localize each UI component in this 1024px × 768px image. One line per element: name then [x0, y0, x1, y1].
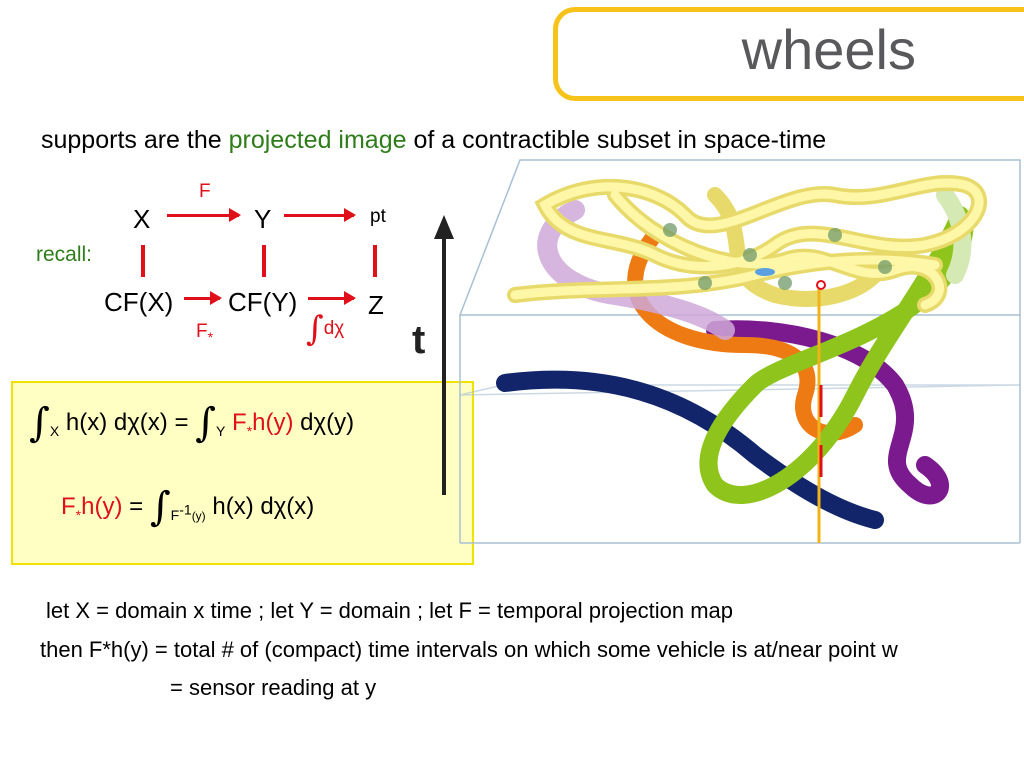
- formula-2-rhs: h(x) dχ(x): [212, 493, 315, 520]
- sensor-region: [755, 268, 775, 276]
- integral-dchi-label: ∫dχ: [306, 312, 344, 346]
- pf-f: F: [61, 493, 76, 520]
- vbar-x: [141, 245, 145, 277]
- pushforward: F*h(y): [232, 409, 294, 439]
- footer-line-1: let X = domain x time ; let Y = domain ;…: [46, 598, 734, 623]
- formula-2: F*h(y) = ∫F-1(y) h(x) dχ(x): [61, 487, 314, 527]
- slide-subtitle: supports are the projected image of a co…: [41, 126, 826, 155]
- time-axis-label: t: [412, 318, 426, 362]
- int-sub-y: Y: [216, 422, 226, 439]
- sup-inverse: -1: [179, 501, 192, 518]
- integral-sign: ∫: [29, 400, 50, 446]
- recall-label: recall:: [36, 243, 93, 266]
- title-frame: [553, 7, 1024, 101]
- integral-sign: ∫: [149, 484, 171, 530]
- vbar-y: [262, 245, 266, 277]
- pf-f: F: [232, 409, 247, 436]
- int-sub-preimage: F-1(y): [170, 501, 206, 523]
- purple-trajectory: [706, 320, 949, 505]
- navy-trajectory: [496, 370, 884, 529]
- node-x: X: [133, 204, 151, 234]
- node-y: Y: [254, 204, 272, 234]
- map-fstar-label: F*: [196, 322, 213, 344]
- sensor-point: [816, 280, 826, 290]
- arrow-cfx-to-cfy: [184, 291, 222, 305]
- formula-1: ∫X h(x) dχ(x) = ∫Y F*h(y) dχ(y): [29, 403, 354, 443]
- fstar-f: F: [196, 321, 208, 342]
- integral-sign: ∫: [306, 309, 324, 349]
- formula-1-rhs: dχ(y): [300, 409, 355, 436]
- subtitle-part2: of a contractible subset in space-time: [406, 126, 827, 154]
- tangle-crossings: [663, 223, 892, 290]
- node-cfx: CF(X): [104, 287, 174, 317]
- integral-sign: ∫: [195, 400, 216, 446]
- equals-sign: =: [129, 493, 144, 520]
- formula-box: ∫X h(x) dχ(x) = ∫Y F*h(y) dχ(y) F*h(y) =…: [11, 381, 474, 565]
- node-z: Z: [368, 290, 384, 320]
- sub-y: (y): [191, 508, 206, 523]
- slide-title: wheels: [741, 18, 916, 81]
- vbar-pt: [373, 245, 377, 277]
- arrow-y-to-pt: [284, 208, 356, 222]
- pushforward: F*h(y): [61, 493, 123, 523]
- pf-h: h(y): [252, 409, 294, 436]
- green-trajectory: [699, 206, 974, 504]
- space-time-figure: [458, 159, 1021, 544]
- projected-tangle-highlight: [510, 178, 984, 310]
- node-cfy: CF(Y): [228, 287, 298, 317]
- time-axis-arrow: [434, 215, 454, 495]
- formula-1-lhs: h(x) dχ(x) =: [65, 409, 189, 436]
- int-sub-x: X: [49, 422, 60, 439]
- dchi-text: dχ: [323, 318, 345, 339]
- subtitle-highlight: projected image: [228, 126, 407, 154]
- fstar-sub: *: [207, 328, 214, 345]
- pf-h: h(y): [81, 493, 123, 520]
- map-f-label: F: [199, 181, 211, 202]
- pf-star: *: [75, 506, 82, 523]
- sub-f: F: [170, 506, 180, 523]
- subtitle-part1: supports are the: [41, 126, 229, 154]
- pf-star: *: [246, 422, 253, 439]
- arrow-cfy-to-z: [308, 291, 356, 305]
- footer-line-2: then F*h(y) = total # of (compact) time …: [40, 637, 898, 662]
- arrow-x-to-y: [167, 208, 241, 222]
- footer-line-3: = sensor reading at y: [170, 675, 377, 700]
- node-pt: pt: [370, 206, 386, 227]
